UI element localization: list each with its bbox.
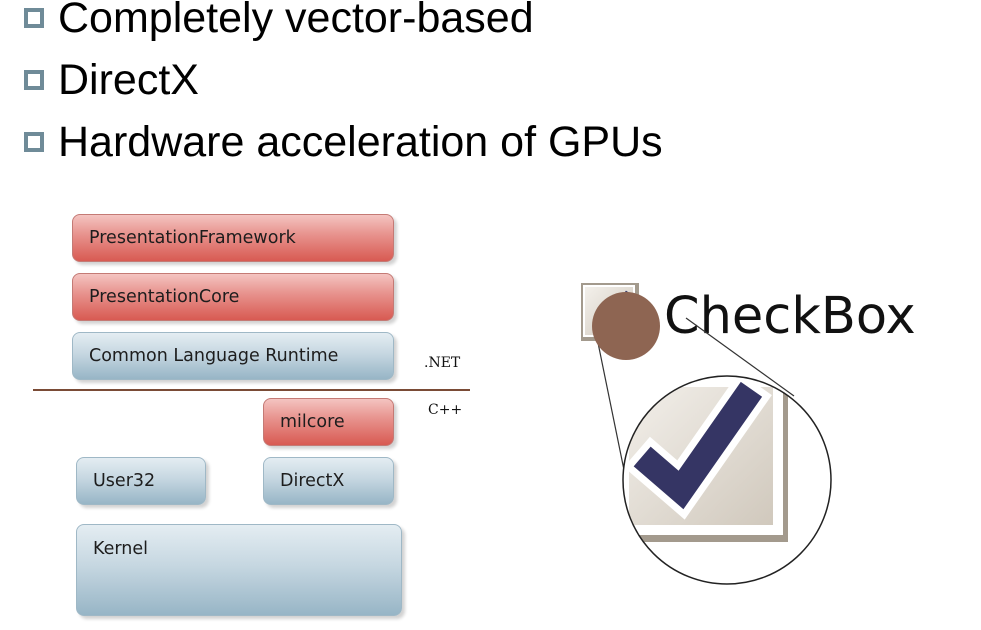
managed-native-divider bbox=[33, 389, 470, 391]
dotnet-label: .NET bbox=[424, 355, 461, 371]
layer-presentation-core: PresentationCore bbox=[72, 273, 394, 321]
zoom-focus-dot bbox=[592, 292, 660, 360]
layer-kernel: Kernel bbox=[76, 524, 402, 616]
square-bullet-icon bbox=[24, 8, 44, 28]
layer-directx: DirectX bbox=[263, 457, 394, 505]
square-bullet-icon bbox=[24, 70, 44, 90]
check-mark-icon bbox=[633, 381, 763, 510]
square-bullet-icon bbox=[24, 132, 44, 152]
layer-milcore: milcore bbox=[263, 398, 394, 446]
magnified-checkbox-icon bbox=[623, 376, 831, 584]
zoom-connector-line bbox=[595, 332, 625, 471]
layer-common-language-runtime: Common Language Runtime bbox=[72, 332, 394, 380]
bullet-text: DirectX bbox=[58, 56, 199, 104]
cpp-label: C++ bbox=[428, 402, 463, 418]
checkbox-zoom-illustration: CheckBox bbox=[581, 283, 916, 585]
bullet-item: Completely vector-based bbox=[24, 0, 534, 48]
bullet-item: Hardware acceleration of GPUs bbox=[24, 112, 663, 172]
bullet-text: Completely vector-based bbox=[58, 0, 534, 42]
magnifier-lens-border bbox=[622, 375, 832, 585]
bullet-item: DirectX bbox=[24, 50, 199, 110]
checkbox-label: CheckBox bbox=[664, 287, 916, 346]
layer-user32: User32 bbox=[76, 457, 206, 505]
layer-presentation-framework: PresentationFramework bbox=[72, 214, 394, 262]
zoom-connector-line bbox=[685, 317, 795, 397]
bullet-text: Hardware acceleration of GPUs bbox=[58, 118, 663, 166]
